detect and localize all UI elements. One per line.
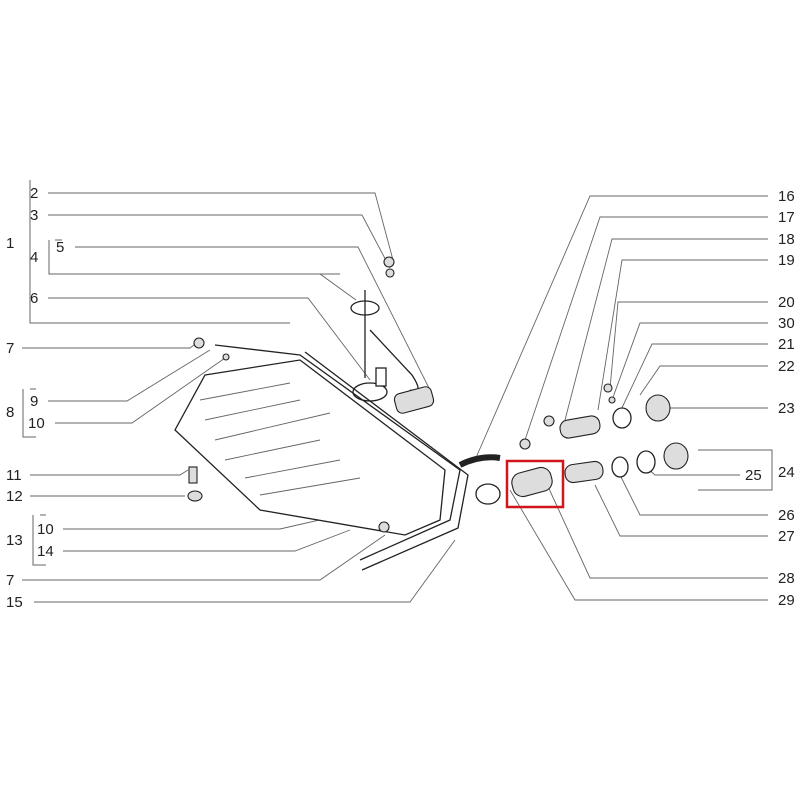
callout-label: 11	[6, 467, 22, 484]
fuel-pipes	[214, 344, 469, 571]
right-callouts: 16 17 18 19 20 30 21 22 23 24 25 26 27 2…	[745, 188, 795, 609]
callout-label: 16	[778, 188, 795, 205]
callout-label: 24	[778, 464, 795, 481]
callout-label: 19	[778, 252, 795, 269]
callout-label: 28	[778, 570, 795, 587]
callout-label: 26	[778, 507, 795, 524]
fuel-pump-sender	[350, 290, 419, 392]
highlight-box	[505, 459, 565, 509]
callout-label: 23	[778, 400, 795, 417]
callout-label: 25	[745, 467, 762, 484]
callout-label: 4	[30, 249, 38, 266]
callout-label: 21	[778, 336, 795, 353]
callout-label: 12	[6, 488, 23, 505]
callout-label: 18	[778, 231, 795, 248]
callout-label: 10	[28, 415, 45, 432]
callout-label: 3	[30, 207, 38, 224]
left-callouts: 1 2 3 4 5 6 7 8 9 10 11 12 13 10 14 7 15	[6, 185, 64, 611]
callout-label: 7	[6, 340, 14, 357]
callout-label: 14	[37, 543, 54, 560]
callout-label: 6	[30, 290, 38, 307]
filler-parts	[458, 383, 689, 505]
callout-label: 10	[37, 521, 54, 538]
callout-label: 20	[778, 294, 795, 311]
small-parts	[187, 256, 395, 533]
callout-label: 27	[778, 528, 795, 545]
fuel-tank	[174, 359, 446, 536]
callout-label: 1	[6, 235, 14, 252]
callout-label: 2	[30, 185, 38, 202]
callout-label: 30	[778, 315, 795, 332]
callout-label: 17	[778, 209, 795, 226]
callout-label: 7	[6, 572, 14, 589]
callout-label: 13	[6, 532, 23, 549]
callout-label: 5	[56, 239, 64, 256]
callout-label: 29	[778, 592, 795, 609]
callout-label: 22	[778, 358, 795, 375]
callout-label: 15	[6, 594, 23, 611]
callout-label: 9	[30, 393, 38, 410]
fuel-filter	[393, 386, 435, 414]
callout-label: 8	[6, 404, 14, 421]
